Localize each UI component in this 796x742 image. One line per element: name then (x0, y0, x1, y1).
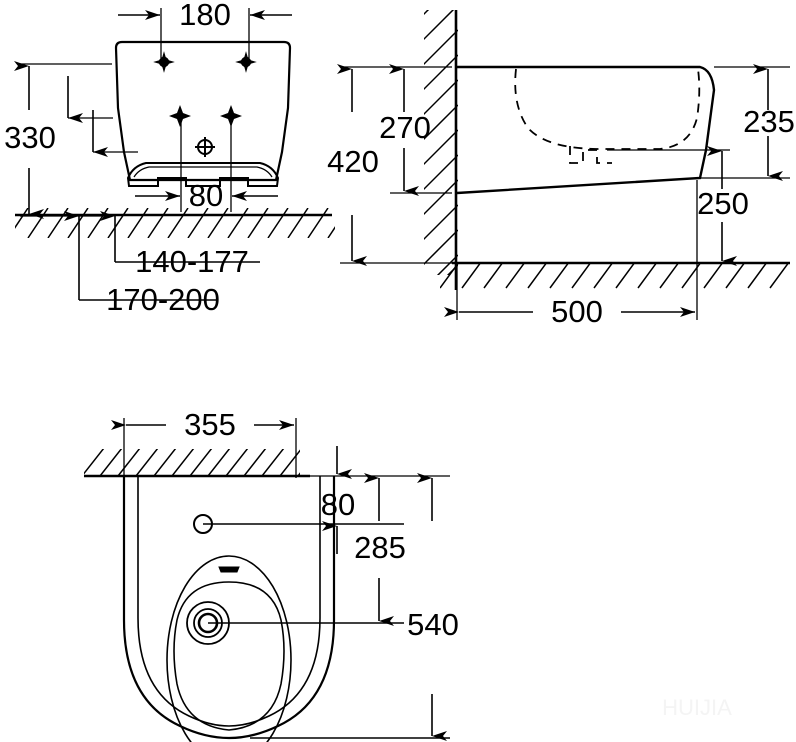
dim-front-leader-170-200: 170-200 (64, 211, 220, 317)
dim-plan-width-355: 355 (111, 407, 297, 478)
plan-body-outline (122, 476, 336, 740)
plan-inner-bowl (166, 555, 292, 742)
front-upper-fixing-holes (153, 51, 257, 73)
front-bidet-body (114, 40, 292, 182)
watermark-text: HUIJIA (662, 695, 732, 720)
side-wall-hatch (424, 10, 458, 275)
front-view: 180 330 80 (4, 0, 335, 317)
side-bidet-profile (456, 65, 716, 195)
dim-label-80-front: 80 (189, 178, 223, 213)
side-bowl-dashed (514, 68, 701, 150)
dim-front-width-180: 180 (118, 0, 292, 58)
front-rim-inner-line (133, 166, 273, 178)
dim-label-180: 180 (179, 0, 231, 32)
dim-label-355: 355 (184, 407, 236, 442)
plan-bidet-outline (122, 476, 336, 740)
side-hidden-bowl-outline (514, 68, 701, 164)
dim-label-140-177: 140-177 (135, 244, 249, 279)
dim-label-270: 270 (379, 110, 431, 145)
fixing-hole-lower-left (169, 105, 191, 127)
dim-front-leader-140-177: 140-177 (100, 211, 260, 279)
front-body-outline (114, 40, 292, 182)
dim-side-height-250: 250 (607, 146, 749, 266)
dim-plan-offset-80: 80 (203, 446, 450, 554)
dim-label-330: 330 (4, 120, 56, 155)
side-view: 420 270 235 250 (327, 10, 795, 329)
side-floor-hatch (440, 263, 790, 289)
dim-label-235: 235 (743, 104, 795, 139)
side-wall (424, 10, 458, 290)
dim-label-250: 250 (697, 186, 749, 221)
fixing-hole-upper-left (153, 51, 175, 73)
dim-side-height-420: 420 (327, 64, 452, 266)
dim-front-height-330: 330 (4, 61, 112, 219)
dim-side-height-235: 235 (700, 64, 795, 181)
front-center-outlet-mark (195, 137, 215, 157)
front-rim-detail (126, 162, 280, 187)
dim-label-540: 540 (407, 607, 459, 642)
side-outlet-dashed (569, 146, 612, 164)
plan-wall-hatch (84, 449, 300, 476)
dim-label-170-200: 170-200 (106, 282, 220, 317)
front-rim-outer (126, 162, 280, 187)
dim-plan-depth-540: 540 (250, 473, 459, 741)
side-profile-outline (456, 65, 716, 195)
plan-bowl-oval-outer (166, 555, 292, 742)
plan-wall (84, 449, 310, 478)
plan-overflow-slot (218, 566, 240, 573)
dim-front-foot-80: 80 (135, 116, 278, 213)
dim-side-height-270: 270 (379, 64, 452, 196)
dim-label-420: 420 (327, 144, 379, 179)
fixing-hole-upper-right (235, 51, 257, 73)
plan-bowl-oval-inner (173, 581, 285, 731)
dim-side-depth-500: 500 (444, 180, 698, 329)
dim-plan-depth-285: 285 (208, 473, 406, 626)
dim-label-285: 285 (354, 530, 406, 565)
front-internal-step-dims (67, 76, 138, 157)
dim-label-80-plan: 80 (321, 487, 355, 522)
plan-body-inner-outline (137, 476, 321, 727)
plan-view: 355 80 285 540 (84, 407, 459, 742)
dim-label-500: 500 (551, 294, 603, 329)
